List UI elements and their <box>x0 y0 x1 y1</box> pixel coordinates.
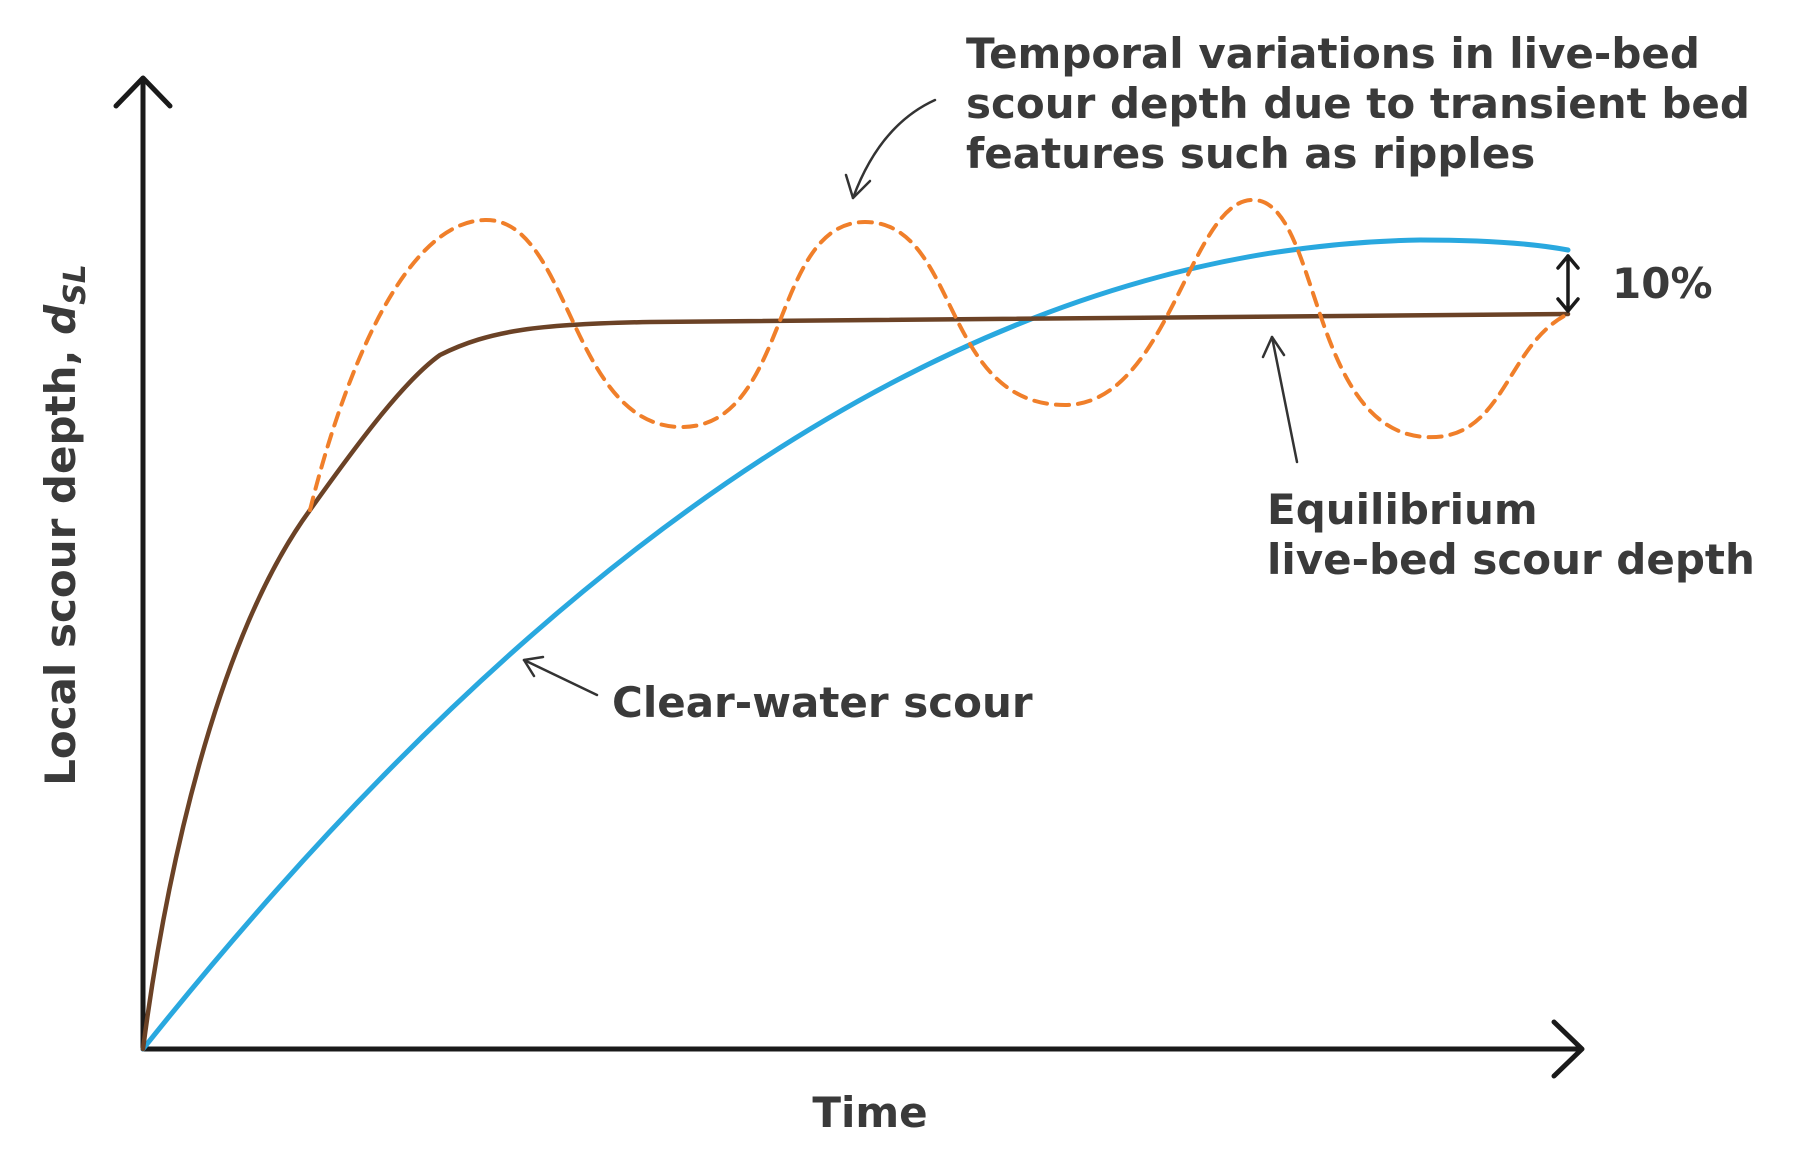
temporal-pointer-arrow <box>851 98 937 200</box>
y-axis-label-symbol: d <box>36 304 85 335</box>
equilibrium-pointer-arrow <box>1270 335 1299 464</box>
clear-water-pointer-arrow <box>522 658 599 697</box>
clear-water-annotation: Clear-water scour <box>522 655 1033 727</box>
y-axis-arrowhead <box>113 75 173 109</box>
clear-water-pointer-arrowhead <box>522 655 545 678</box>
y-axis-label-text: Local scour depth, <box>36 335 85 786</box>
y-axis-label: Local scour depth, dSL <box>36 264 93 786</box>
equilibrium-annotation: Equilibrium live-bed scour depth <box>1261 335 1755 584</box>
temporal-pointer-arrowhead <box>844 173 872 200</box>
temporal-annotation-line-3: features such as ripples <box>966 129 1535 178</box>
curves <box>140 197 1571 1052</box>
axes <box>113 75 1585 1079</box>
equilibrium-pointer-arrowhead <box>1261 335 1286 359</box>
temporal-annotation-line-1: Temporal variations in live-bed <box>966 29 1700 78</box>
ten-percent-arrow-top <box>1556 254 1580 270</box>
ten-percent-marker: 10% <box>1556 254 1713 313</box>
equilibrium-annotation-line-1: Equilibrium <box>1267 485 1538 534</box>
live-bed-curve <box>140 311 1571 1052</box>
x-axis-arrowhead <box>1551 1019 1585 1079</box>
temporal-variation-curve <box>308 197 1570 512</box>
x-axis-label: Time <box>812 1088 927 1137</box>
equilibrium-annotation-line-2: live-bed scour depth <box>1267 535 1755 584</box>
y-axis-label-subscript: SL <box>58 264 93 305</box>
clear-water-curve <box>140 237 1571 1052</box>
temporal-annotation: Temporal variations in live-bed scour de… <box>844 29 1750 200</box>
temporal-annotation-line-2: scour depth due to transient bed <box>966 79 1750 128</box>
ten-percent-arrow-bottom <box>1556 297 1580 313</box>
clear-water-label: Clear-water scour <box>612 678 1033 727</box>
ten-percent-label: 10% <box>1612 259 1713 308</box>
